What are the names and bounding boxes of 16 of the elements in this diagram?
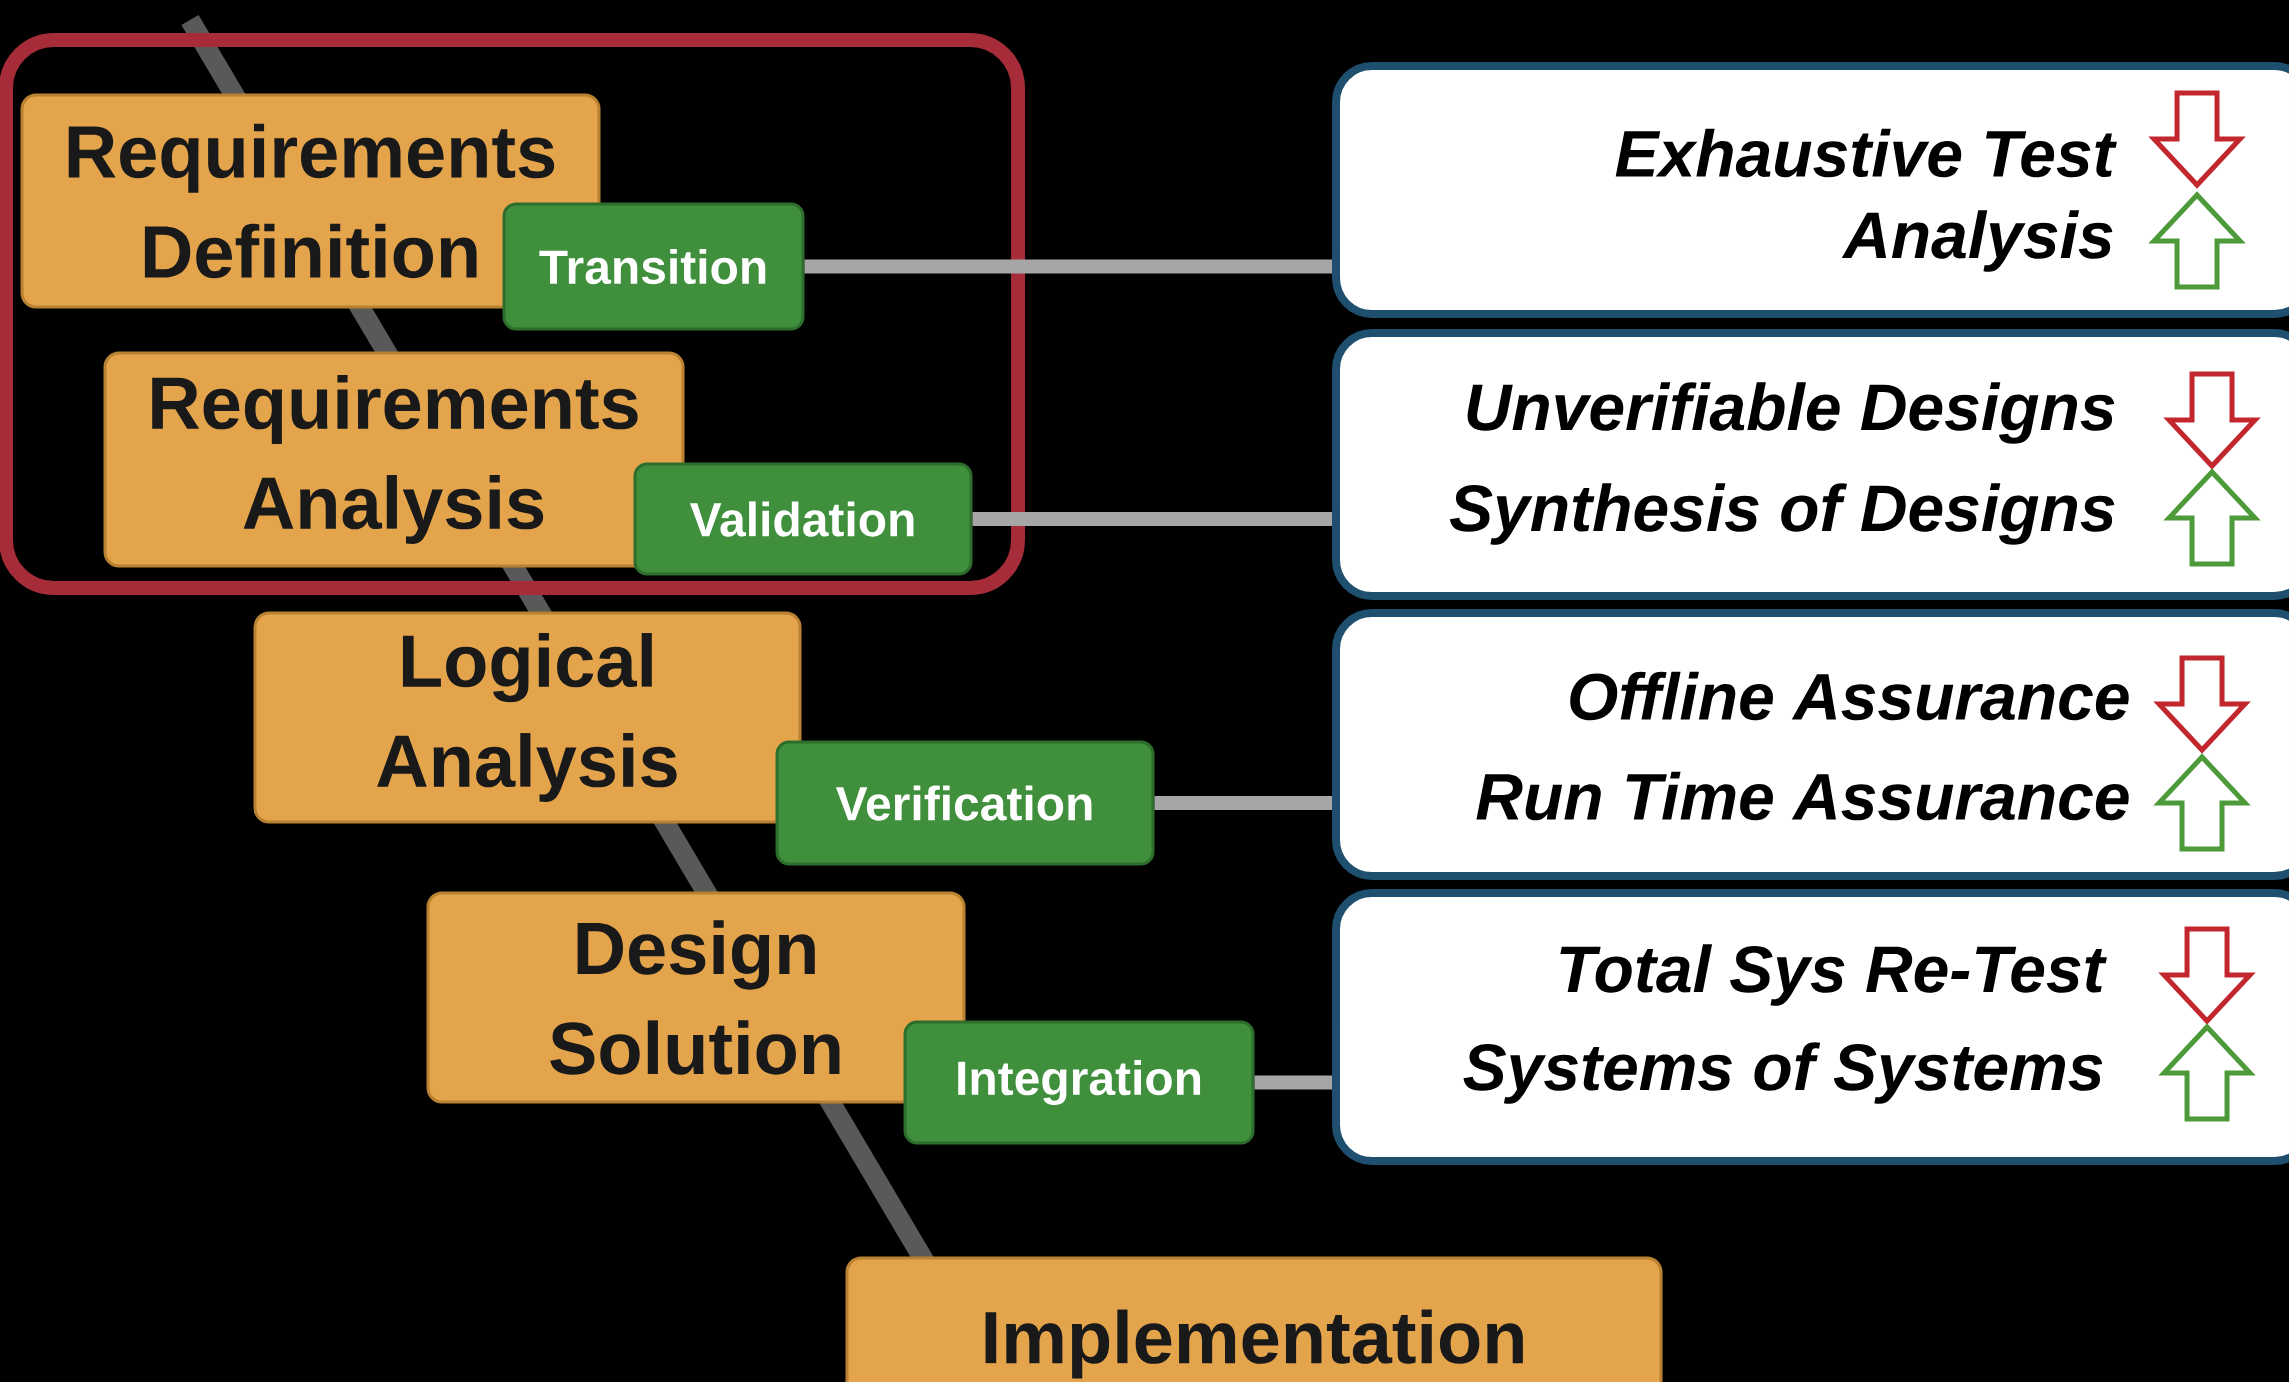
gate-box: Integration xyxy=(903,1020,1255,1145)
connector-line xyxy=(972,512,1332,526)
highlight-frame xyxy=(0,33,1025,595)
connector-line xyxy=(1154,796,1332,810)
gate-box: Transition xyxy=(502,202,805,331)
phase-box: Requirements Analysis xyxy=(103,351,685,568)
info-box: Unverifiable Designs Synthesis of Designs xyxy=(1332,329,2289,600)
connector-line xyxy=(804,259,1332,274)
phase-box: Logical Analysis xyxy=(253,611,802,824)
info-box: Exhaustive Test Analysis xyxy=(1332,62,2289,318)
phase-box: Implementation xyxy=(845,1256,1663,1382)
connector-line xyxy=(1254,1075,1332,1090)
info-box: Offline Assurance Run Time Assurance xyxy=(1332,609,2289,880)
info-box: Total Sys Re-Test Systems of Systems xyxy=(1332,889,2289,1165)
gate-box: Validation xyxy=(633,462,973,576)
gate-box: Verification xyxy=(775,740,1155,866)
